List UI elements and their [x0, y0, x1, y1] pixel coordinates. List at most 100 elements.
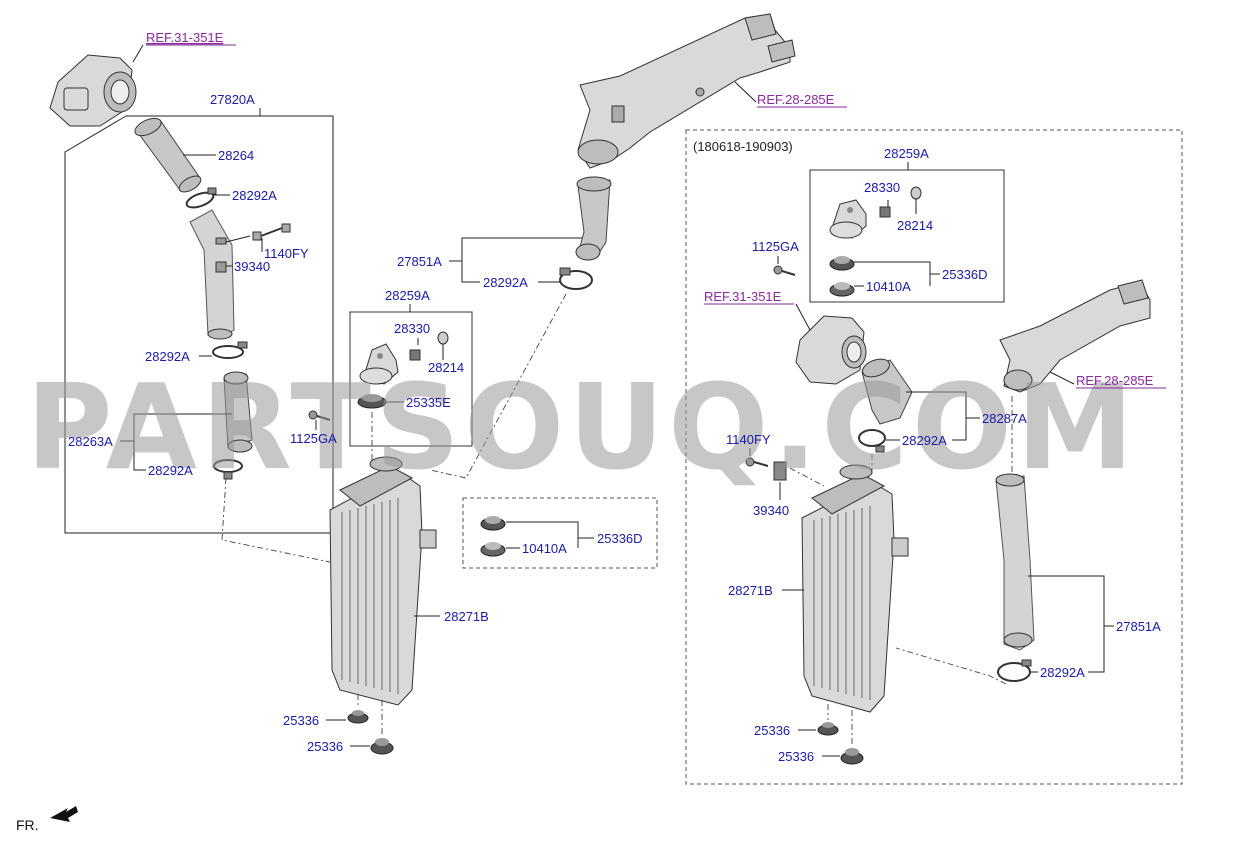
intercooler-fins-left — [341, 498, 399, 694]
dash-link-left — [221, 477, 331, 563]
dash-link-center — [429, 293, 567, 479]
throttle-body-right[interactable] — [795, 315, 867, 385]
leader-1140FY-left-a — [225, 235, 251, 243]
insulator-25336D-right-top[interactable] — [829, 256, 855, 271]
insulator-10410A-right[interactable] — [829, 282, 855, 297]
bolt-1125GA-left[interactable] — [308, 410, 331, 421]
dash-sensor-right — [789, 467, 825, 487]
clamp-28292A-2[interactable] — [212, 341, 248, 359]
mount-25336-left-1[interactable] — [347, 710, 369, 724]
leader-ref28-right — [1049, 371, 1075, 385]
label-10410A-right[interactable]: 10410A — [866, 279, 911, 294]
label-28292A-1[interactable]: 28292A — [232, 188, 277, 203]
label-28214-left[interactable]: 28214 — [428, 360, 464, 375]
ref-link-28-285E-right[interactable]: REF.28-285E — [1076, 373, 1154, 388]
group-box-25336D-center — [462, 497, 658, 569]
label-1140FY-right[interactable]: 1140FY — [726, 432, 771, 447]
label-10410A-center[interactable]: 10410A — [522, 541, 567, 556]
leader-ref31-left — [132, 44, 144, 63]
pipe-intercooler-inlet[interactable] — [189, 209, 235, 340]
label-39340-left[interactable]: 39340 — [234, 259, 270, 274]
leader-25336D-right — [854, 261, 931, 286]
label-1140FY-left[interactable]: 1140FY — [264, 246, 309, 261]
leader-25336D-center — [506, 521, 579, 548]
label-28271B-left[interactable]: 28271B — [444, 609, 489, 624]
label-25336-right-1[interactable]: 25336 — [754, 723, 790, 738]
clamp-28292A-1[interactable] — [185, 187, 217, 210]
bolt-1140FY-left[interactable] — [252, 223, 291, 241]
label-1125GA-right[interactable]: 1125GA — [752, 239, 799, 254]
pipe-assembly-ref28-right[interactable] — [999, 279, 1151, 393]
clamp-28292A-right-2[interactable] — [997, 659, 1032, 682]
group-box-28259A-right — [809, 169, 1005, 303]
label-27851A-right[interactable]: 27851A — [1116, 619, 1161, 634]
group-outline-27820A — [64, 115, 334, 534]
label-25336-left-2[interactable]: 25336 — [307, 739, 343, 754]
bolt-1140FY-right[interactable] — [745, 457, 769, 467]
label-25336D-right[interactable]: 25336D — [942, 267, 988, 282]
label-25336D-center[interactable]: 25336D — [597, 531, 643, 546]
leader-28287A — [906, 391, 967, 441]
intercooler-28271B-left[interactable] — [329, 456, 437, 706]
ref-link-31-351E-left[interactable]: REF.31-351E — [146, 30, 224, 45]
mount-25336-right-1[interactable] — [817, 722, 839, 736]
leader-ref31-right — [795, 303, 811, 331]
washer-28214-right[interactable] — [910, 186, 922, 200]
label-25336-left-1[interactable]: 25336 — [283, 713, 319, 728]
label-28287A[interactable]: 28287A — [982, 411, 1027, 426]
label-28292A-right-1[interactable]: 28292A — [902, 433, 947, 448]
label-39340-right[interactable]: 39340 — [753, 503, 789, 518]
nut-28330-right[interactable] — [879, 206, 891, 218]
label-28259A-left[interactable]: 28259A — [385, 288, 430, 303]
label-28330-right[interactable]: 28330 — [864, 180, 900, 195]
hose-28263A[interactable] — [223, 371, 253, 453]
pipe-assembly-ref28-top[interactable] — [577, 13, 796, 169]
mount-25336-left-2[interactable] — [370, 738, 394, 755]
label-28330-left[interactable]: 28330 — [394, 321, 430, 336]
label-28264[interactable]: 28264 — [218, 148, 254, 163]
bolt-1125GA-right[interactable] — [773, 265, 796, 276]
label-28214-right[interactable]: 28214 — [897, 218, 933, 233]
washer-28214-left[interactable] — [437, 331, 449, 345]
label-25335E[interactable]: 25335E — [406, 395, 451, 410]
label-25336-right-2[interactable]: 25336 — [778, 749, 814, 764]
insulator-25336D-center-top[interactable] — [480, 516, 506, 531]
nut-28330-left[interactable] — [409, 349, 421, 361]
label-28292A-4[interactable]: 28292A — [483, 275, 528, 290]
hose-28264[interactable] — [132, 115, 203, 195]
leader-28263A — [133, 413, 232, 471]
label-28292A-2[interactable]: 28292A — [145, 349, 190, 364]
label-28292A-3[interactable]: 28292A — [148, 463, 193, 478]
intercooler-28271B-right[interactable] — [801, 464, 909, 713]
clamp-28292A-4[interactable] — [559, 267, 593, 290]
bracket-28259A-left[interactable] — [359, 343, 399, 385]
hose-27851A-center[interactable] — [575, 176, 612, 261]
label-28292A-right-2[interactable]: 28292A — [1040, 665, 1085, 680]
front-direction-label: FR. — [16, 817, 39, 833]
ref-link-31-351E-right[interactable]: REF.31-351E — [704, 289, 782, 304]
variant-box-180618-190903 — [685, 129, 1183, 785]
sensor-39340-right[interactable] — [773, 461, 787, 481]
sensor-39340-left[interactable] — [215, 237, 227, 273]
front-arrow-icon — [50, 806, 78, 822]
throttle-body-left[interactable] — [49, 54, 137, 127]
label-27851A-center[interactable]: 27851A — [397, 254, 442, 269]
bracket-28259A-right[interactable] — [829, 199, 867, 239]
hose-28287A[interactable] — [860, 356, 913, 425]
label-1125GA-left[interactable]: 1125GA — [290, 431, 337, 446]
label-28263A[interactable]: 28263A — [68, 434, 113, 449]
insulator-10410A-center[interactable] — [480, 542, 506, 557]
leader-27851A-right — [1028, 575, 1105, 673]
dash-clamp-to-ic-right-2 — [895, 647, 1007, 685]
label-28271B-right[interactable]: 28271B — [728, 583, 773, 598]
ref-link-28-285E-top[interactable]: REF.28-285E — [757, 92, 835, 107]
leader-27851A-left — [461, 237, 582, 283]
hose-27851A-right[interactable] — [995, 473, 1035, 651]
clamp-28292A-right-1[interactable] — [858, 429, 886, 453]
label-28259A-right[interactable]: 28259A — [884, 146, 929, 161]
clamp-28292A-3[interactable] — [213, 459, 243, 480]
insulator-25335E[interactable] — [357, 394, 387, 409]
label-27820A[interactable]: 27820A — [210, 92, 255, 107]
mount-25336-right-2[interactable] — [840, 748, 864, 765]
